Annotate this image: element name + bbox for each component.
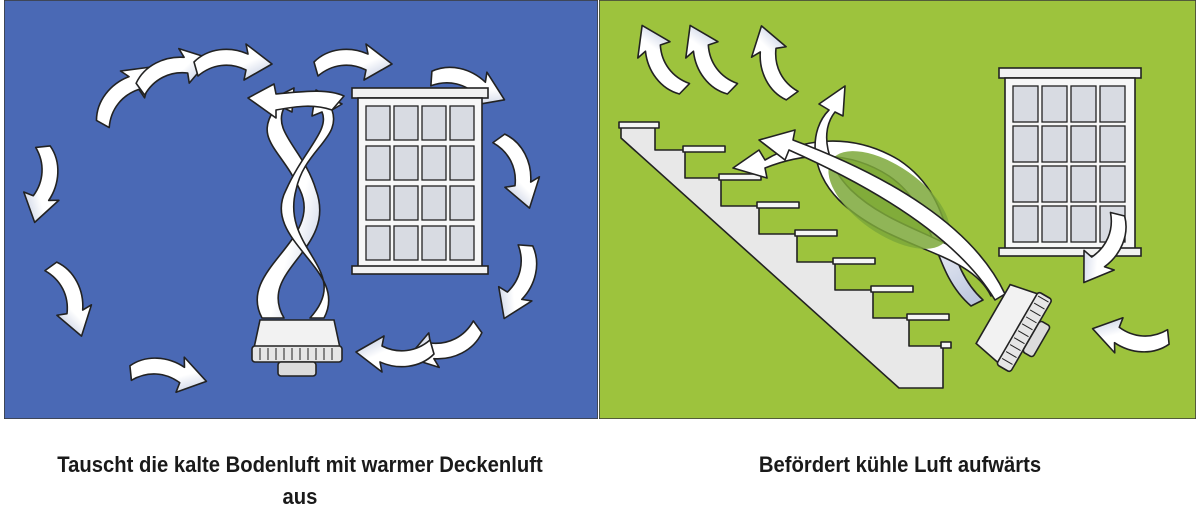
- panel-cool-air-upward: [599, 0, 1196, 419]
- twisted-airflow-column: [732, 85, 1006, 307]
- panel-left-illustration: [4, 0, 598, 419]
- panel-floor-ceiling-exchange: [4, 0, 598, 419]
- caption-cool-air-upward: Befördert kühle Luft aufwärts: [758, 452, 1042, 477]
- twisted-airflow-column: [247, 83, 345, 319]
- caption-floor-ceiling-exchange: Tauscht die kalte Bodenluft mit warmer D…: [57, 452, 543, 509]
- panel-right-illustration: [599, 0, 1196, 419]
- fan-icon: [251, 319, 343, 377]
- window-icon: [351, 87, 489, 275]
- fan-icon: [975, 283, 1052, 373]
- staircase-icon: [618, 121, 952, 389]
